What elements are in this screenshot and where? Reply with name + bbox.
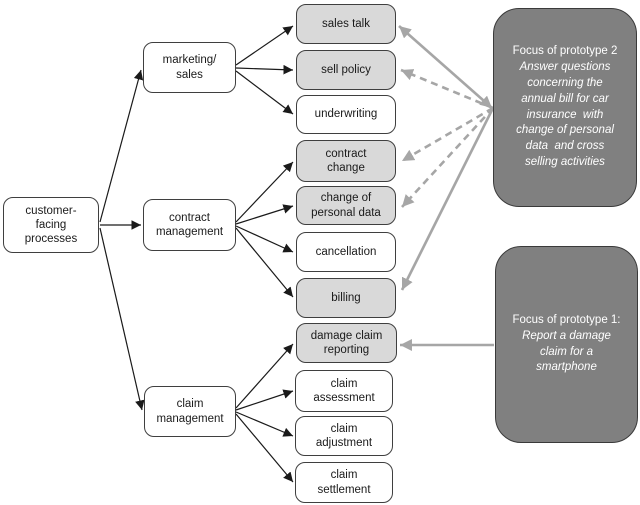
note-prototype-2: Focus of prototype 2 Answer questions co… [493, 8, 637, 207]
arrow-contract-to-change-personal-data [235, 204, 294, 225]
arrow-contract-to-cancellation [235, 225, 294, 253]
note-prototype-1-title: Focus of prototype 1: [512, 313, 621, 326]
arrow-root-to-marketing [99, 69, 144, 223]
arrow-marketing-to-sales-talk [235, 25, 294, 66]
arrow-claim-to-damage-claim-reporting [235, 343, 294, 409]
node-claim-management: claim management [144, 386, 236, 437]
arrow-claim-to-claim-adjustment [235, 411, 294, 437]
node-underwriting: underwriting [296, 95, 396, 134]
node-billing: billing [296, 278, 396, 318]
note-prototype-1: Focus of prototype 1: Report a damage cl… [495, 246, 638, 443]
arrow-prototype2-to-contract-change [401, 106, 494, 163]
arrow-prototype2-sales-talk [398, 25, 493, 109]
node-claim-adjustment: claim adjustment [295, 416, 393, 456]
node-change-of-personal-data: change of personal data [296, 186, 396, 225]
arrow-marketing-to-underwriting [235, 70, 294, 115]
note-prototype-2-body: Answer questions concerning the annual b… [516, 60, 614, 169]
arrow-claim-to-claim-settlement [235, 413, 294, 483]
note-prototype-2-title: Focus of prototype 2 [512, 45, 618, 58]
node-contract-change: contract change [296, 140, 396, 182]
node-sales-talk: sales talk [296, 4, 396, 44]
node-sell-policy: sell policy [296, 50, 396, 90]
node-claim-settlement: claim settlement [295, 462, 393, 503]
node-claim-assessment: claim assessment [295, 370, 393, 412]
arrow-prototype2-to-billing [400, 107, 495, 291]
arrow-root-to-claim-mgmt [99, 227, 145, 411]
arrow-contract-to-billing [235, 227, 294, 298]
arrow-prototype2-to-sell-policy [400, 68, 494, 110]
arrow-prototype2-to-change-personal-data [401, 107, 494, 208]
node-marketing-sales: marketing/ sales [143, 42, 236, 93]
note-prototype-1-body: Report a damage claim for a smartphone [522, 329, 611, 374]
node-cancellation: cancellation [296, 232, 396, 272]
arrow-marketing-to-sell-policy [235, 64, 294, 75]
node-damage-claim-reporting: damage claim reporting [296, 323, 397, 363]
node-customer-facing-processes: customer- facing processes [3, 197, 99, 253]
arrow-claim-to-claim-assessment [235, 389, 294, 411]
arrow-contract-to-contract-change [235, 161, 294, 223]
node-contract-management: contract management [143, 199, 236, 251]
